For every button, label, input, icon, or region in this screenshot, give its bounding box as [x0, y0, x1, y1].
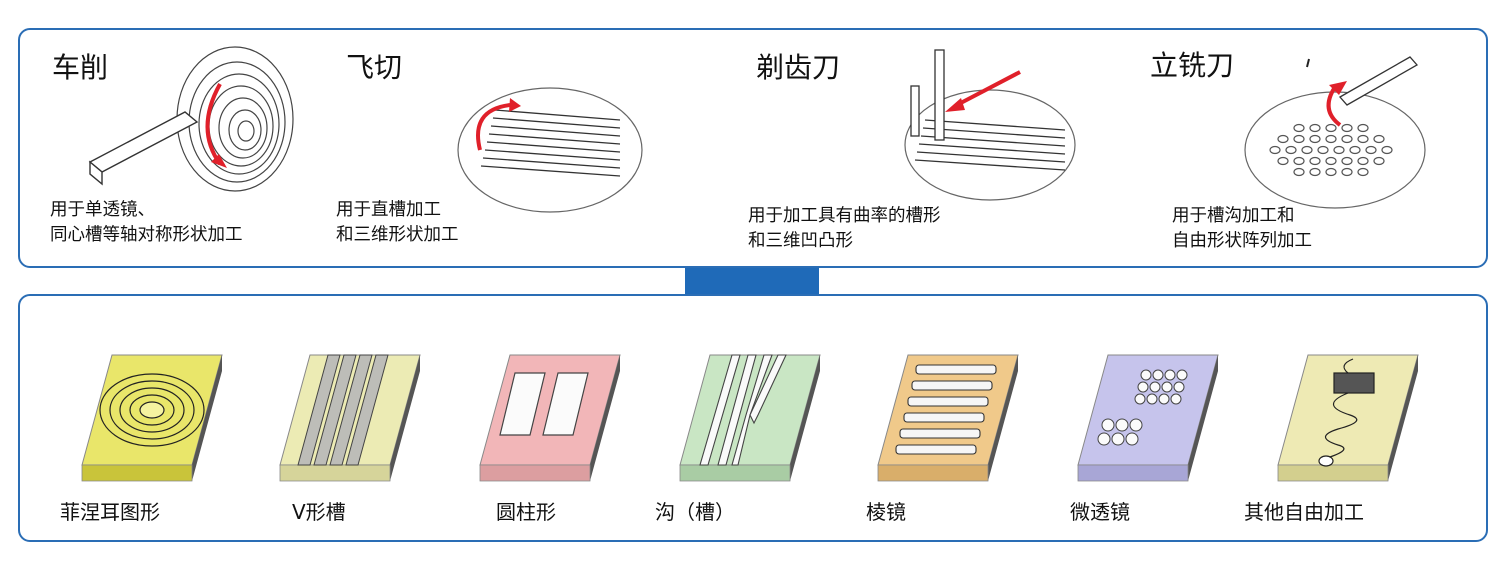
machining-methods-panel	[18, 28, 1488, 268]
prism-illustration	[877, 354, 1019, 482]
end-mill-illustration	[1244, 56, 1426, 209]
method-title-fly-cutting: 飞切	[346, 51, 403, 84]
method-desc-turning: 用于单透镜、 同心槽等轴对称形状加工	[50, 200, 243, 245]
turning-illustration	[88, 46, 294, 192]
product-label-v-groove: V形槽	[292, 500, 346, 524]
feed-arrow-icon	[954, 70, 1021, 108]
fresnel-pattern-illustration	[81, 354, 223, 482]
method-desc-shaper: 用于加工具有曲率的槽形 和三维凹凸形	[748, 206, 941, 251]
cylinder-illustration	[479, 354, 621, 482]
rotation-arrow-icon	[476, 103, 511, 151]
microlens-illustration	[1077, 354, 1219, 482]
freeform-illustration	[1277, 354, 1419, 482]
method-title-end-mill: 立铣刀	[1150, 49, 1235, 82]
v-groove-illustration	[279, 354, 421, 482]
product-label-microlens: 微透镜	[1070, 500, 1130, 524]
method-desc-end-mill: 用于槽沟加工和 自由形状阵列加工	[1172, 206, 1312, 251]
method-title-shaper: 剃齿刀	[756, 51, 841, 84]
groove-illustration	[679, 354, 821, 482]
shaper-illustration	[904, 49, 1076, 201]
method-title-turning: 车削	[52, 51, 109, 84]
product-label-fresnel: 菲涅耳图形	[60, 500, 160, 524]
product-label-prism: 棱镜	[866, 500, 906, 524]
method-desc-fly-cutting: 用于直槽加工 和三维形状加工	[336, 200, 459, 245]
fly-cutting-illustration	[457, 87, 643, 213]
product-label-cylinder: 圆柱形	[496, 500, 556, 524]
rotation-arrow-icon	[205, 83, 222, 166]
rotation-arrow-icon	[1326, 85, 1342, 127]
product-label-groove: 沟（槽）	[655, 500, 735, 524]
product-label-freeform: 其他自由加工	[1244, 500, 1364, 524]
